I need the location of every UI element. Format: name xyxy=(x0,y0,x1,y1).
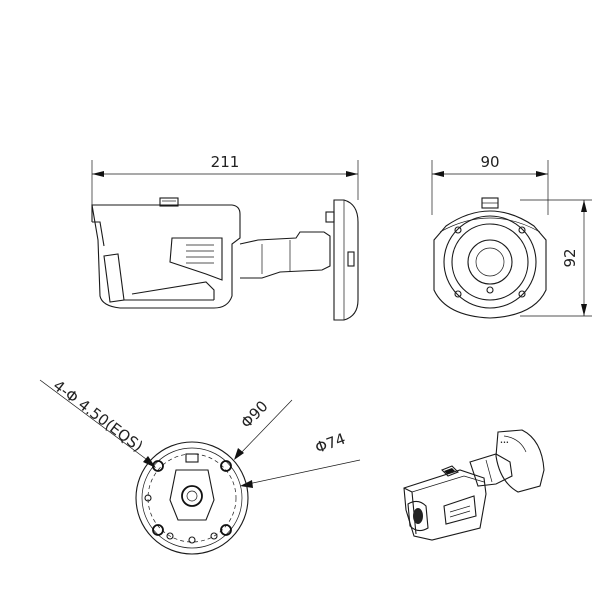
sunshield-edge xyxy=(92,221,105,247)
screw-icon xyxy=(518,290,526,298)
arrow-left xyxy=(92,171,104,177)
base-tab-top xyxy=(185,453,199,463)
arrow-right xyxy=(536,171,548,177)
isometric-view: ••• xyxy=(403,429,545,541)
front-ring-inner xyxy=(451,223,529,301)
camera-body xyxy=(91,204,241,309)
base-inner-circle xyxy=(141,447,243,549)
iso-side-panel xyxy=(443,495,477,525)
center-pivot xyxy=(181,485,203,507)
screw-icon xyxy=(518,226,526,234)
iso-vent-line xyxy=(449,505,471,513)
screw-icon xyxy=(454,226,462,234)
iso-lens xyxy=(413,508,423,524)
wall-plate-clip xyxy=(347,251,355,267)
arrow-top xyxy=(581,200,587,212)
front-ring-outer xyxy=(443,215,537,309)
front-view: 90 92 xyxy=(431,153,592,319)
small-hole xyxy=(144,494,152,502)
arrow-left xyxy=(432,171,444,177)
center-pivot-inner xyxy=(186,490,198,502)
small-hole xyxy=(210,532,218,540)
iso-bracket-joint xyxy=(485,459,493,483)
arrow-right xyxy=(346,171,358,177)
outer-dia-leader xyxy=(239,399,293,455)
lens-inner xyxy=(475,247,505,277)
wall-plate xyxy=(333,199,359,321)
center-plate xyxy=(169,469,215,521)
base-view: 4-Φ 4.50(EQS) Φ90 Φ74 xyxy=(39,376,361,555)
sensor-dot xyxy=(486,286,494,294)
bracket-arm xyxy=(239,231,331,279)
mount-hole xyxy=(152,524,164,536)
sunshield-arc xyxy=(439,217,541,233)
top-knob xyxy=(159,197,179,207)
iso-top-edge xyxy=(411,475,485,493)
iso-plate-logo: ••• xyxy=(500,440,509,446)
holes-leader xyxy=(39,379,151,463)
inner-dia-leader xyxy=(247,459,361,485)
bracket-screw xyxy=(325,211,335,223)
iso-lens-housing xyxy=(407,500,429,532)
inner-dia-label: Φ74 xyxy=(313,430,348,457)
front-width-label: 90 xyxy=(480,153,499,171)
front-housing xyxy=(433,210,547,319)
holes-label: 4-Φ 4.50(EQS) xyxy=(50,376,147,455)
side-width-label: 211 xyxy=(211,153,240,171)
body-inner-contour xyxy=(131,281,215,300)
lens-ring xyxy=(103,253,125,303)
iso-vent-line xyxy=(449,510,471,518)
base-bolt-circle xyxy=(147,453,237,543)
arrow-bottom xyxy=(581,304,587,316)
base-outer-circle xyxy=(135,441,249,555)
lens-outer xyxy=(467,239,513,285)
iso-camera-body xyxy=(403,469,487,541)
mount-hole xyxy=(152,460,164,472)
screw-icon xyxy=(454,290,462,298)
small-hole xyxy=(188,536,196,544)
iso-bracket xyxy=(469,453,513,487)
side-panel xyxy=(169,237,223,281)
iso-plate-contour xyxy=(503,435,527,453)
iso-top-knob xyxy=(441,465,459,477)
small-hole xyxy=(166,532,174,540)
iso-knob-fill xyxy=(444,468,455,474)
side-view: 211 xyxy=(91,153,359,321)
iso-wall-plate xyxy=(495,429,545,493)
mount-hole xyxy=(220,524,232,536)
front-height-label: 92 xyxy=(561,248,579,267)
outer-dia-arrow xyxy=(234,448,244,460)
mount-hole xyxy=(220,460,232,472)
